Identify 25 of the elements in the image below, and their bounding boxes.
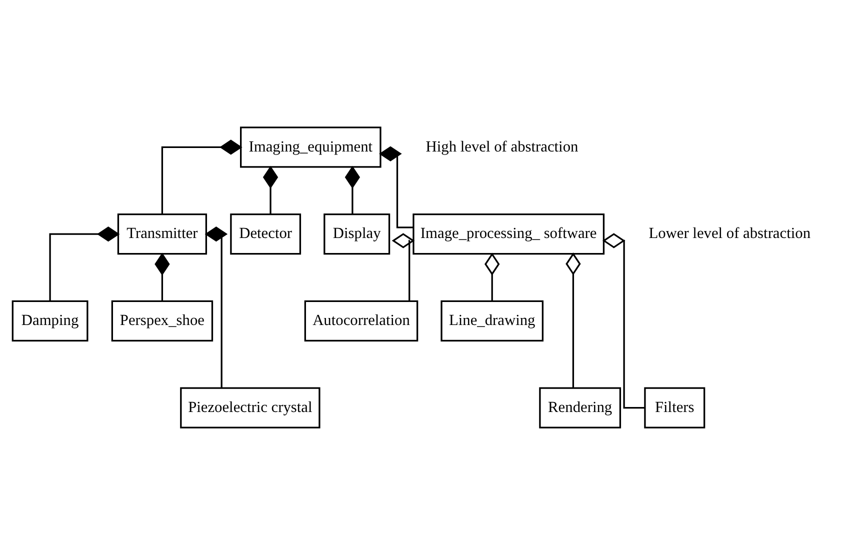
connector (154, 252, 170, 301)
node-box: Perspex_shoe (111, 300, 214, 342)
node-box: Line_drawing (440, 300, 544, 342)
connector (204, 226, 228, 388)
connector (161, 140, 242, 214)
node-box: Transmitter (117, 213, 208, 255)
label: Lower level of abstraction (648, 225, 811, 242)
connector (262, 166, 278, 214)
connector (379, 146, 414, 228)
node-box: Detector (230, 213, 302, 255)
node-box: Image_processing_ software (412, 213, 605, 255)
connector (392, 233, 415, 302)
node-box: Display (324, 213, 390, 255)
node-box: Damping (12, 300, 88, 342)
connector (484, 252, 500, 301)
node-box: Piezoelectric crystal (180, 387, 320, 428)
node-box: Autocorrelation (304, 300, 418, 342)
node-box: Imaging_equipment (240, 126, 382, 168)
connector (602, 233, 645, 409)
connector (49, 226, 120, 301)
node-box: Filters (644, 387, 706, 428)
connector (344, 166, 360, 214)
label: High level of abstraction (426, 138, 578, 156)
connector (566, 252, 581, 388)
node-box: Rendering (539, 387, 622, 428)
